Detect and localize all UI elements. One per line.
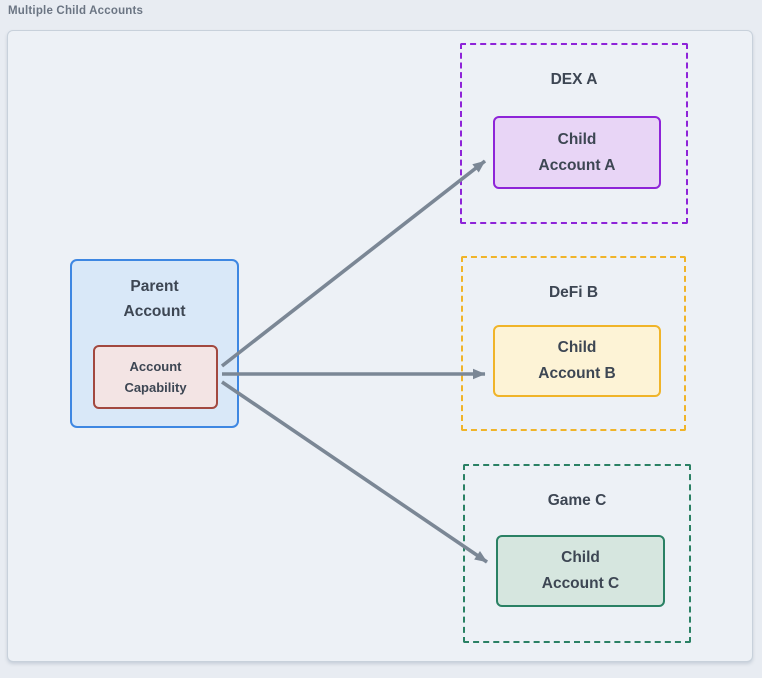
- group-dex-a: DEX A Child Account A: [460, 43, 688, 224]
- account-capability-label: Account Capability: [124, 356, 186, 398]
- group-game-c-title: Game C: [547, 492, 607, 509]
- parent-account-label: Parent Account: [72, 261, 237, 324]
- label-line: Parent: [130, 278, 179, 295]
- child-account-a-node: Child Account A: [493, 116, 661, 189]
- label-line: Account: [129, 359, 182, 374]
- account-capability-node: Account Capability: [93, 345, 218, 409]
- label-line: Capability: [124, 380, 187, 395]
- label-line: Child: [557, 339, 597, 356]
- group-defi-b: DeFi B Child Account B: [461, 256, 686, 431]
- parent-account-node: Parent Account Account Capability: [70, 259, 239, 428]
- group-game-c: Game C Child Account C: [463, 464, 691, 643]
- label-line: Account A: [538, 156, 616, 174]
- arrow-capability-to-child-a: [220, 159, 487, 368]
- diagram-canvas: Parent Account Account Capability DEX A …: [7, 30, 753, 662]
- arrow-capability-to-child-c: [220, 380, 489, 564]
- label-line: Account C: [541, 575, 620, 592]
- group-dex-a-title: DEX A: [550, 71, 598, 88]
- diagram-title: Multiple Child Accounts: [8, 5, 144, 17]
- label-line: Child: [557, 130, 597, 148]
- group-defi-b-title: DeFi B: [548, 284, 599, 301]
- child-account-c-node: Child Account C: [496, 535, 665, 607]
- label-line: Account: [123, 303, 186, 320]
- label-line: Child: [561, 549, 600, 566]
- child-account-b-node: Child Account B: [493, 325, 661, 397]
- label-line: Account B: [538, 365, 616, 382]
